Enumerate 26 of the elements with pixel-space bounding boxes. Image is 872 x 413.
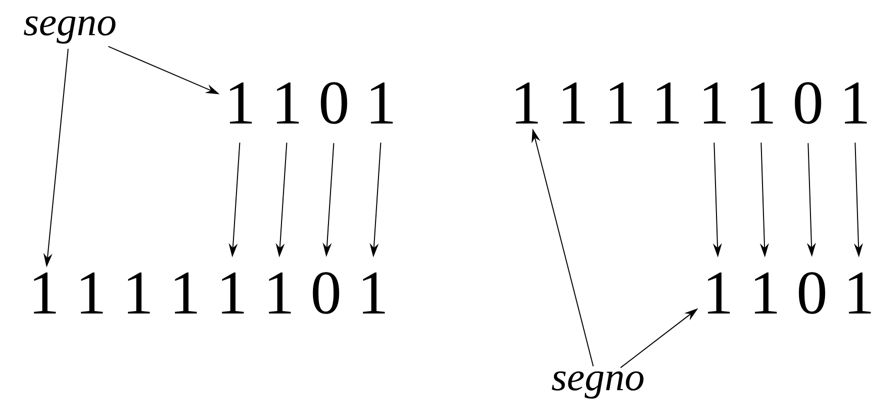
- binary-digit: 0: [312, 272, 340, 314]
- binary-digit: 1: [80, 272, 103, 314]
- binary-digit: 1: [848, 272, 871, 314]
- binary-digit: 1: [276, 82, 299, 124]
- binary-digit: 0: [794, 82, 822, 124]
- binary-digit: 1: [128, 272, 150, 314]
- sign-label: segno: [552, 371, 644, 399]
- binary-digit: 1: [844, 82, 867, 124]
- binary-digit: 1: [610, 82, 632, 124]
- binary-digit: 1: [230, 82, 252, 124]
- binary-digit: 1: [704, 82, 726, 124]
- binary-digit: 1: [222, 272, 244, 314]
- binary-digit: 1: [362, 272, 385, 314]
- binary-digit: 1: [750, 82, 773, 124]
- binary-digit: 1: [754, 272, 777, 314]
- binary-digit: 1: [34, 272, 56, 314]
- binary-digit: 1: [656, 82, 679, 124]
- sign-label: segno: [24, 16, 116, 44]
- binary-digit: 1: [268, 272, 291, 314]
- binary-digit: 1: [562, 82, 585, 124]
- binary-digit: 0: [320, 82, 348, 124]
- binary-digit: 1: [516, 82, 538, 124]
- binary-digit: 1: [174, 272, 197, 314]
- binary-digit: 0: [798, 272, 826, 314]
- binary-digit: 1: [708, 272, 730, 314]
- binary-digit: 1: [370, 82, 393, 124]
